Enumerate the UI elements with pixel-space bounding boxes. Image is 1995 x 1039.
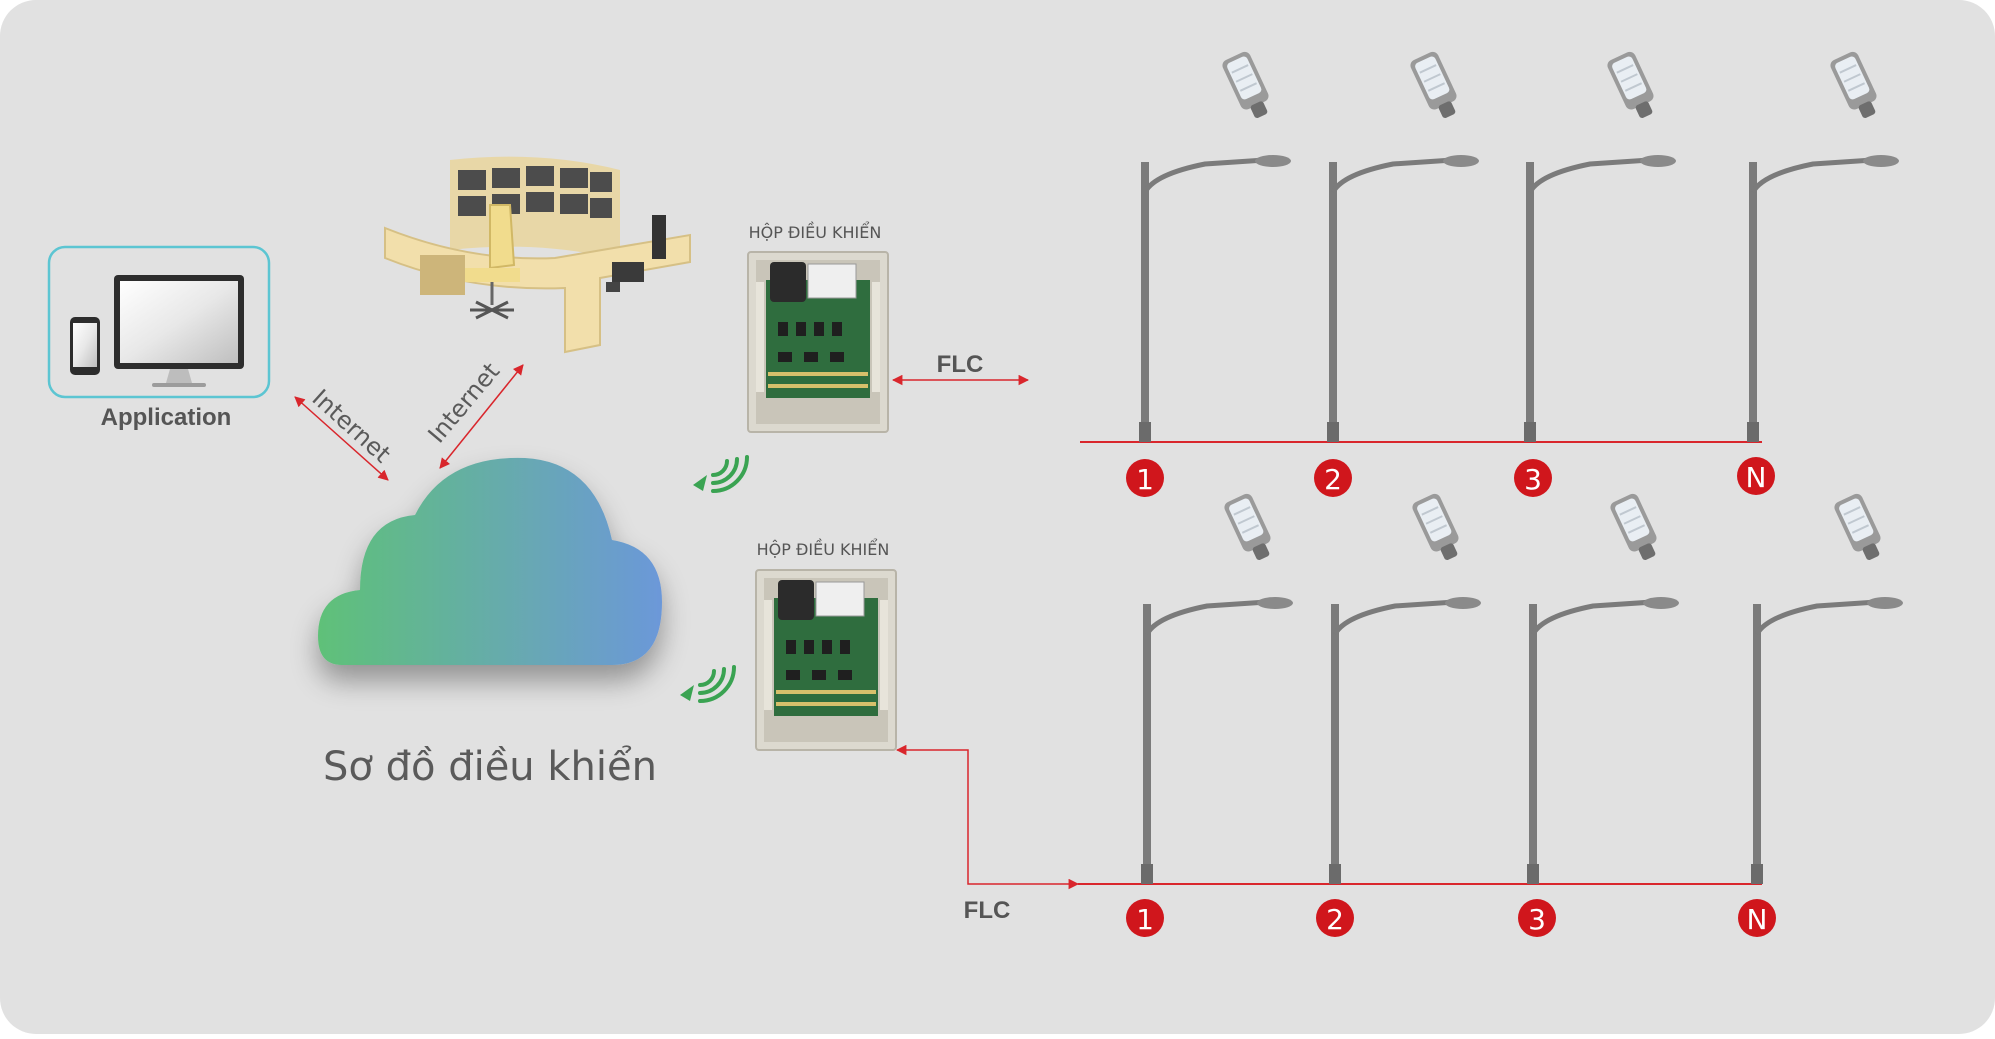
control-desk-icon xyxy=(384,156,691,354)
lamp-marker-label: N xyxy=(1747,903,1768,936)
monitor-icon xyxy=(114,275,244,387)
cloud-icon xyxy=(318,457,662,665)
flc-link-bottom: FLC xyxy=(895,744,1080,924)
lamp-marker: 1 xyxy=(1126,459,1164,497)
lamp-marker-label: 2 xyxy=(1324,463,1342,496)
application-label: Application xyxy=(101,404,232,431)
flc-label-bottom: FLC xyxy=(964,897,1011,924)
controller-box-label-bottom: HỘP ĐIỀU KHIỂN xyxy=(757,538,890,559)
controller-box-label-top: HỘP ĐIỀU KHIỂN xyxy=(749,221,882,242)
flc-link-top: FLC xyxy=(891,351,1030,386)
application-device-group: Application xyxy=(47,245,271,431)
lamp-marker-label: N xyxy=(1746,461,1767,494)
application-frame[interactable] xyxy=(47,245,271,399)
lamp-marker: N xyxy=(1738,899,1776,937)
controller-box-bottom: HỘP ĐIỀU KHIỂN xyxy=(755,538,897,751)
lamp-marker: N xyxy=(1737,457,1775,495)
lamp-row-2: 1 2 3 N xyxy=(1078,492,1903,937)
controller-box-icon xyxy=(755,569,897,751)
phone-icon xyxy=(70,317,100,375)
lamp-marker: 2 xyxy=(1316,899,1354,937)
lamp-marker-label: 1 xyxy=(1136,903,1154,936)
lamp-marker-label: 1 xyxy=(1136,463,1154,496)
lamp-marker-label: 2 xyxy=(1326,903,1344,936)
controller-box-icon xyxy=(747,251,889,433)
diagram-caption: Sơ đồ điều khiển xyxy=(323,744,657,790)
controller-box-top: HỘP ĐIỀU KHIỂN xyxy=(747,221,889,433)
lamp-marker: 1 xyxy=(1126,899,1164,937)
lamp-marker-label: 3 xyxy=(1528,903,1546,936)
lamp-marker: 3 xyxy=(1518,899,1556,937)
lamp-row-1: 1 2 3 N xyxy=(1080,50,1899,497)
lamp-marker-label: 3 xyxy=(1524,463,1542,496)
flc-label-top: FLC xyxy=(937,351,984,378)
lamp-marker: 3 xyxy=(1514,459,1552,497)
lamp-marker: 2 xyxy=(1314,459,1352,497)
